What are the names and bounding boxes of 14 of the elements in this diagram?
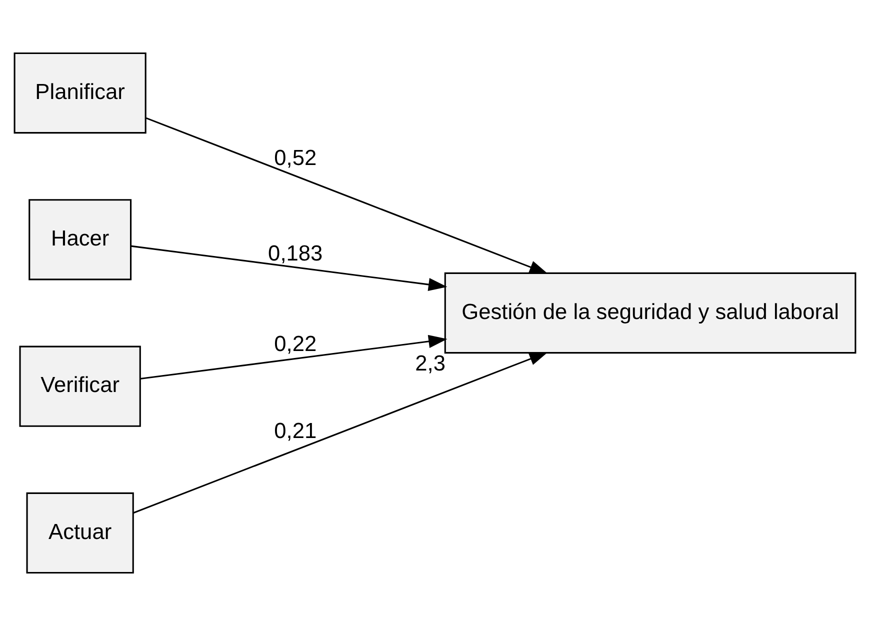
arrow <box>130 245 448 292</box>
arrow <box>146 117 548 274</box>
node-box: Actuar <box>26 492 134 574</box>
node-box: Hacer <box>28 199 132 280</box>
node-label: 2,3 <box>415 350 446 376</box>
node-box: Gestión de la seguridad y salud laboral <box>444 272 856 354</box>
arrow <box>133 352 548 514</box>
edge-label: 0,52 <box>274 145 317 170</box>
edge-label: 0,22 <box>274 330 317 356</box>
node-box: Verificar <box>19 346 141 427</box>
edge-label: 0,21 <box>274 418 317 444</box>
arrow <box>140 334 448 380</box>
edge-label: 0,183 <box>268 240 323 266</box>
node-box: Planificar <box>14 52 146 134</box>
